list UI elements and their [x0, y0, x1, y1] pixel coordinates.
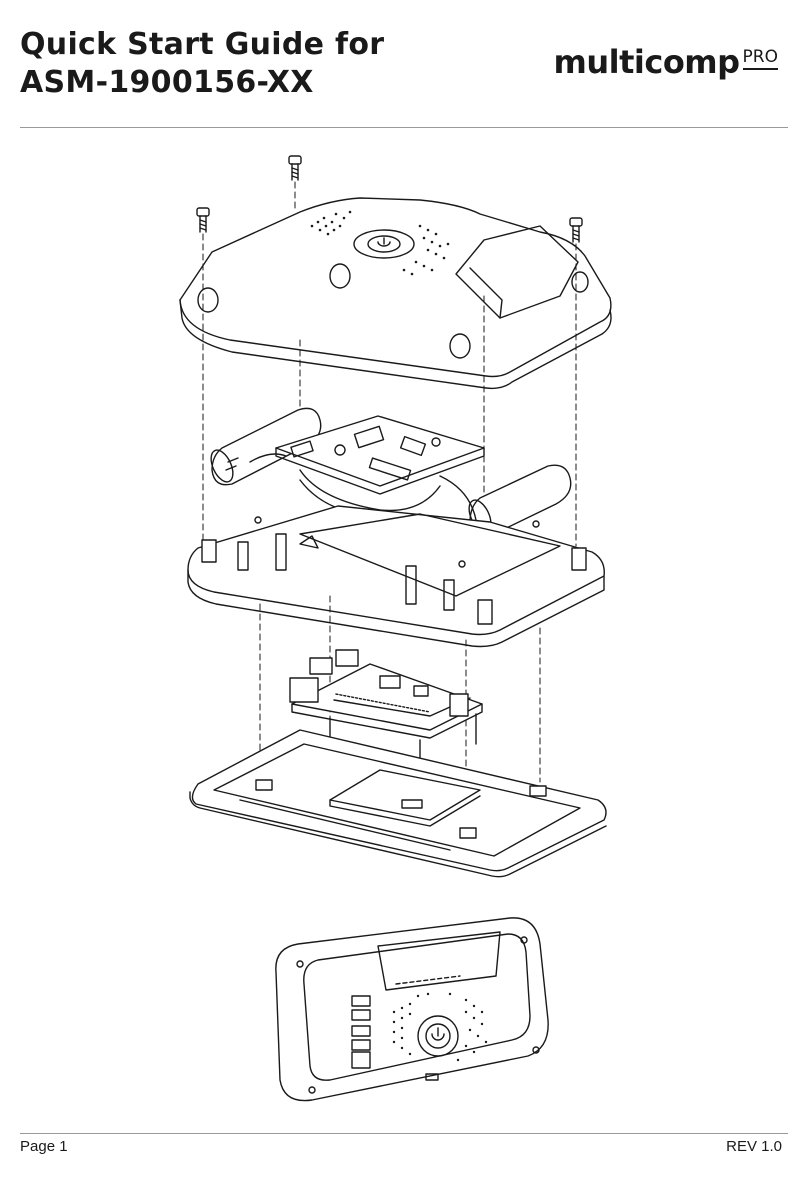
mid-frame — [187, 505, 605, 648]
control-pcb — [249, 415, 485, 521]
power-button-icon — [431, 1027, 445, 1041]
page-number: Page 1 — [20, 1138, 68, 1155]
usb-port-icon — [351, 995, 371, 1051]
assembled-unit — [275, 917, 549, 1102]
logo-wordmark: multicomp — [553, 43, 740, 81]
page-title: Quick Start Guide for ASM-1900156-XX — [20, 26, 384, 102]
screw-icon — [288, 155, 302, 181]
exploded-assembly-diagram — [179, 155, 612, 1102]
ethernet-port-icon — [351, 1051, 371, 1069]
power-button-icon — [377, 237, 391, 247]
ethernet-port-icon — [289, 677, 319, 703]
rear-cover — [179, 197, 612, 390]
display-panel — [189, 729, 607, 878]
logo-suffix: PRO — [742, 47, 778, 70]
title-line-2: ASM-1900156-XX — [20, 65, 314, 100]
revision-label: REV 1.0 — [726, 1138, 782, 1155]
footer-divider — [20, 1133, 788, 1134]
title-line-1: Quick Start Guide for — [20, 27, 385, 62]
header-divider — [20, 127, 788, 128]
screw-icon — [196, 207, 210, 233]
brand-logo: multicomp PRO — [553, 44, 778, 80]
compute-board — [289, 649, 483, 771]
screw-icon — [569, 217, 583, 243]
